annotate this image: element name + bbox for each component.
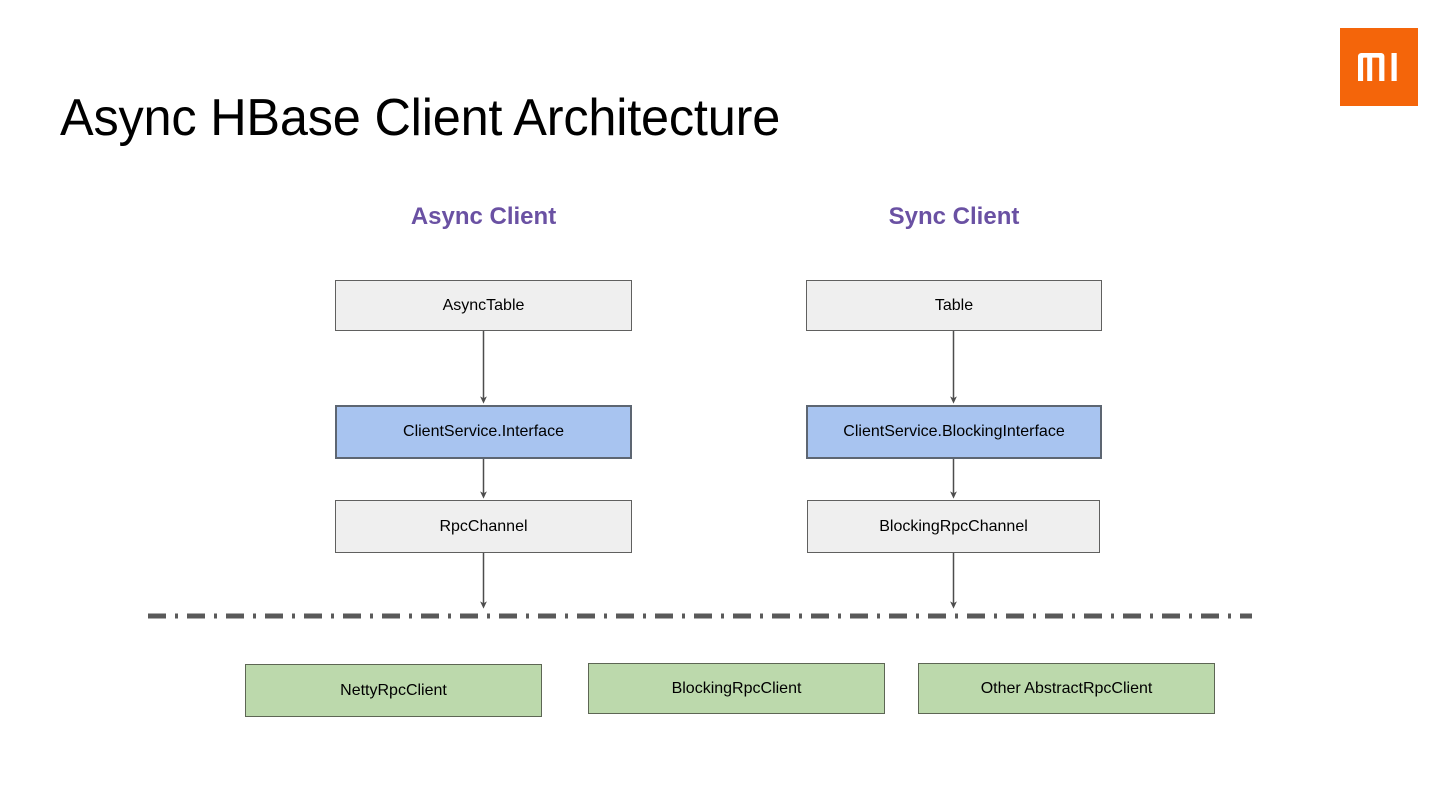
column-heading-sync: Sync Client bbox=[888, 203, 1020, 230]
xiaomi-mi-logo bbox=[1340, 28, 1418, 106]
node-other-abstract-rpc-client[interactable]: Other AbstractRpcClient bbox=[918, 663, 1215, 714]
column-heading-async: Async Client bbox=[410, 203, 557, 230]
node-rpc-channel[interactable]: RpcChannel bbox=[335, 500, 632, 553]
page-title: Async HBase Client Architecture bbox=[60, 89, 781, 147]
node-client-service-interface[interactable]: ClientService.Interface bbox=[335, 405, 632, 459]
node-blocking-rpc-client[interactable]: BlockingRpcClient bbox=[588, 663, 885, 714]
dash-dot-separator bbox=[148, 613, 1252, 619]
node-client-service-blocking-interface[interactable]: ClientService.BlockingInterface bbox=[806, 405, 1102, 459]
node-async-table[interactable]: AsyncTable bbox=[335, 280, 632, 331]
node-netty-rpc-client[interactable]: NettyRpcClient bbox=[245, 664, 542, 717]
node-table[interactable]: Table bbox=[806, 280, 1102, 331]
node-blocking-rpc-channel[interactable]: BlockingRpcChannel bbox=[807, 500, 1100, 553]
